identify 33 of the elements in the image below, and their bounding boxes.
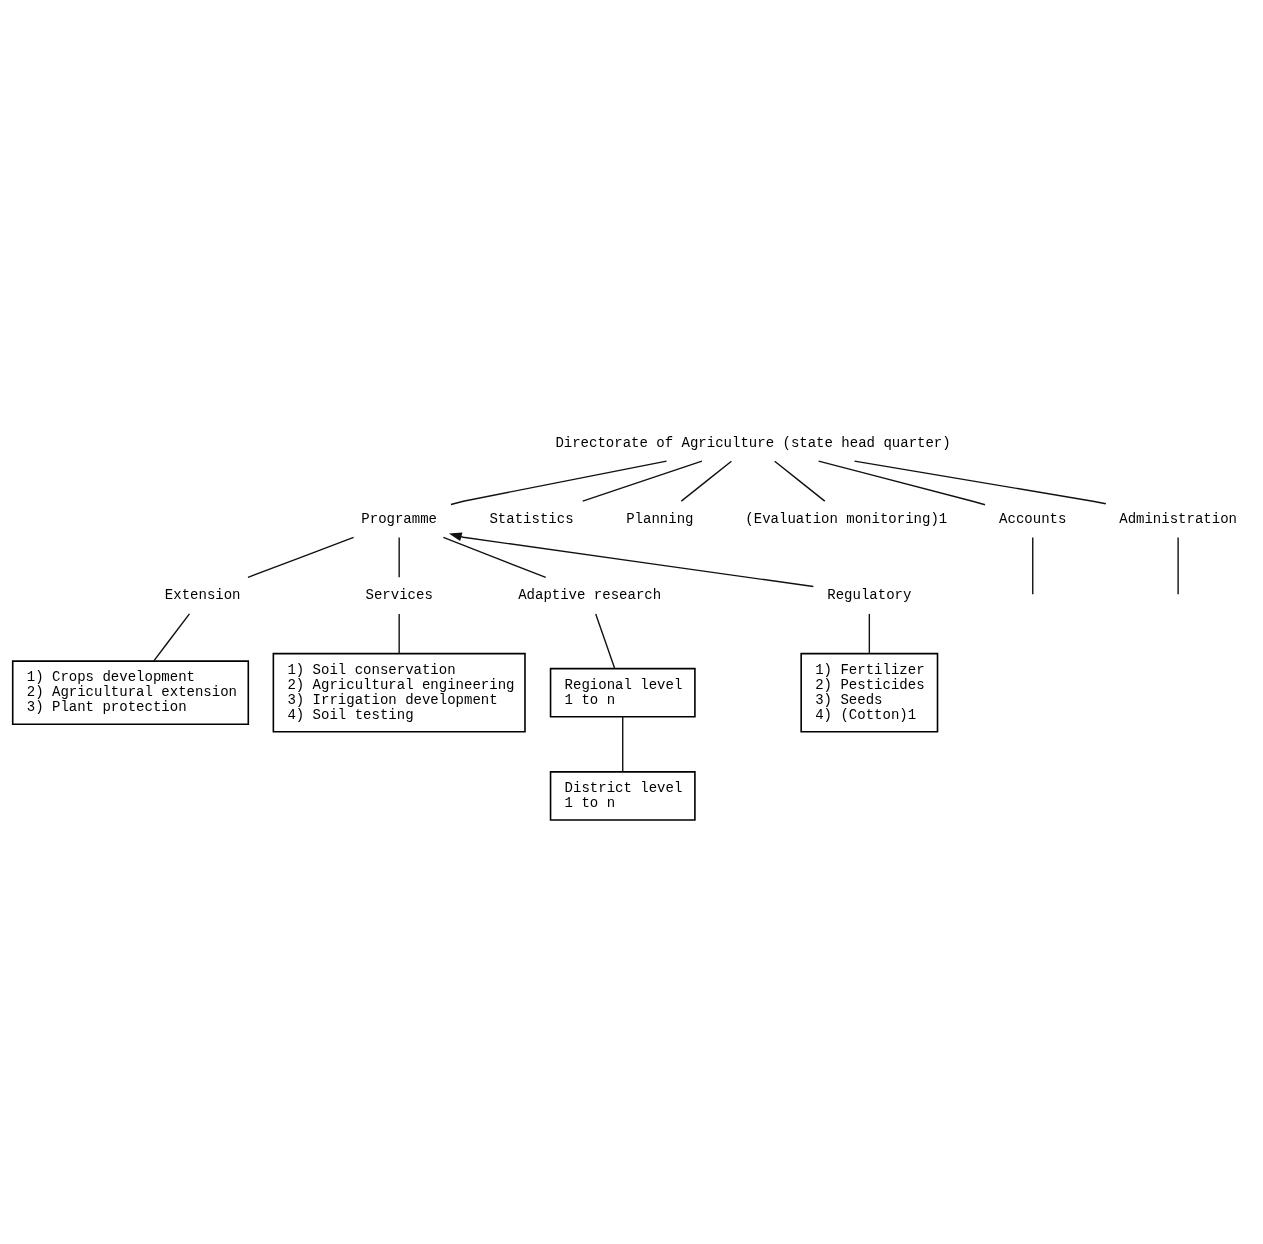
node-text: Services: [365, 586, 433, 603]
node-box: District level 1 to n: [549, 770, 696, 821]
node-text: Administration: [1119, 510, 1237, 527]
node-text: (Evaluation monitoring)1: [745, 510, 948, 527]
connector: [450, 459, 668, 505]
connector: [247, 536, 355, 578]
connector: [153, 612, 191, 662]
node-text: Adaptive research: [518, 586, 662, 603]
connector: [680, 460, 733, 502]
connector: [868, 612, 871, 654]
node-text: Extension: [164, 586, 241, 603]
node-box: 1) Soil conservation 2) Agricultural engineering 3) Irrigation development 4) Soil testing: [272, 652, 526, 733]
connector: [773, 460, 826, 502]
node-text: Statistics: [489, 510, 574, 527]
connector: [582, 459, 703, 502]
arrow: [448, 531, 814, 587]
node-text: Directorate of Agriculture (state head quarter): [555, 434, 951, 451]
connector: [398, 612, 400, 654]
connector: [1177, 536, 1179, 595]
node-text: Accounts: [999, 510, 1067, 527]
node-box: Regional level 1 to n: [549, 667, 696, 718]
node-text: Regulatory: [827, 586, 912, 603]
connector: [853, 459, 1107, 504]
connector: [1032, 536, 1034, 595]
node-text: Planning: [626, 510, 694, 527]
connector: [595, 612, 616, 669]
node-box: 1) Fertilizer 2) Pesticides 3) Seeds 4) (Cotton)1: [800, 652, 939, 733]
connector: [817, 459, 986, 505]
connector: [622, 715, 624, 772]
node-text: Programme: [361, 510, 438, 527]
connector: [398, 536, 400, 578]
connector: [442, 536, 547, 578]
node-box: 1) Crops development 2) Agricultural extension 3) Plant protection: [11, 659, 250, 725]
